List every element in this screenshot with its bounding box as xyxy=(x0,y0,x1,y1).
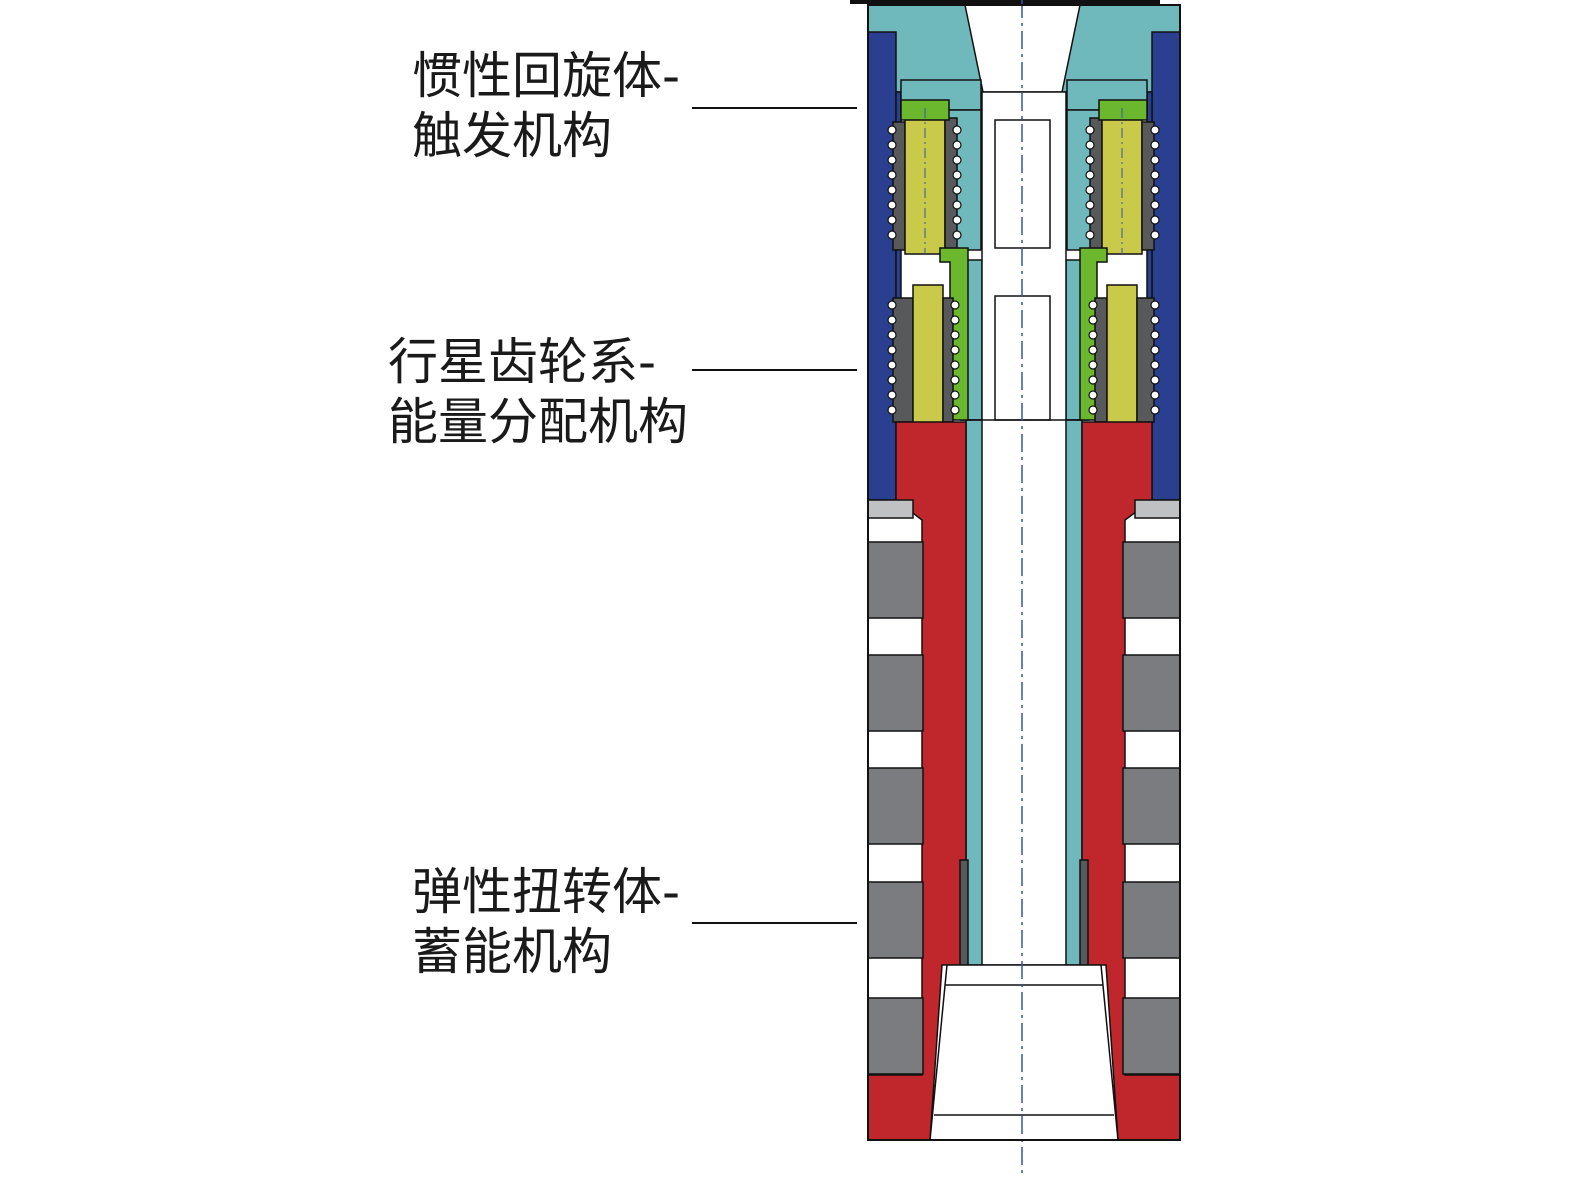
top-edge-line xyxy=(850,0,1160,4)
gear-tooth xyxy=(1150,170,1160,180)
spring-coil-left xyxy=(867,541,924,619)
planetary-label-line2: 能量分配机构 xyxy=(388,393,688,451)
gear-tooth xyxy=(1085,125,1095,135)
gear-tooth xyxy=(1085,140,1095,150)
gear-tooth xyxy=(1150,345,1160,355)
spring-coil-left xyxy=(867,767,924,845)
gear-tooth xyxy=(887,215,897,225)
gear-tooth xyxy=(887,140,897,150)
gear-tooth xyxy=(1150,200,1160,210)
spring-coil-right xyxy=(1122,997,1181,1075)
gear-tooth xyxy=(952,170,962,180)
gear-tooth xyxy=(887,360,897,370)
gear-tooth xyxy=(1088,360,1098,370)
gear-tooth xyxy=(952,230,962,240)
gear-tooth xyxy=(1150,315,1160,325)
gear-tooth xyxy=(1085,215,1095,225)
spring-coil-left xyxy=(867,997,924,1075)
gear-tooth xyxy=(1150,140,1160,150)
gear-tooth xyxy=(1085,200,1095,210)
gear-tooth xyxy=(1150,390,1160,400)
gear-tooth xyxy=(887,330,897,340)
gear-tooth xyxy=(952,200,962,210)
gear-tooth xyxy=(950,315,960,325)
spring-leader-line xyxy=(692,922,857,924)
spring-coil-right xyxy=(1122,767,1181,845)
gear-tooth xyxy=(887,375,897,385)
collar-left xyxy=(867,499,914,519)
spring-coil-left xyxy=(867,881,924,959)
collar-right xyxy=(1134,499,1181,519)
gear-tooth xyxy=(950,405,960,415)
gear-tooth xyxy=(1150,215,1160,225)
gear-tooth xyxy=(1085,155,1095,165)
lower-gear-stage xyxy=(892,284,1155,426)
gear-tooth xyxy=(950,300,960,310)
gear-tooth xyxy=(887,170,897,180)
spring-label-line1: 弹性扭转体- xyxy=(412,863,681,921)
gear-tooth xyxy=(952,140,962,150)
spring-coil-right xyxy=(1122,881,1181,959)
gear-tooth xyxy=(1150,330,1160,340)
gear-tooth xyxy=(1088,390,1098,400)
gear-tooth xyxy=(887,390,897,400)
gear-tooth xyxy=(1085,230,1095,240)
gear-tooth xyxy=(1150,125,1160,135)
gear-tooth xyxy=(952,185,962,195)
planetary-mechanism-label: 行星齿轮系- 能量分配机构 xyxy=(388,332,688,452)
gear-tooth xyxy=(1150,185,1160,195)
top-cap xyxy=(867,4,1181,93)
gear-tooth xyxy=(1088,315,1098,325)
planetary-label-line1: 行星齿轮系- xyxy=(388,333,657,391)
gear-tooth xyxy=(1088,345,1098,355)
gear-tooth xyxy=(887,200,897,210)
gear-tooth xyxy=(887,185,897,195)
gear-tooth xyxy=(1150,405,1160,415)
gear-tooth xyxy=(952,125,962,135)
gear-tooth xyxy=(887,300,897,310)
gear-tooth xyxy=(950,375,960,385)
gear-tooth xyxy=(1088,405,1098,415)
gear-tooth xyxy=(1088,330,1098,340)
trigger-label-line2: 触发机构 xyxy=(412,107,612,165)
gear-tooth xyxy=(887,230,897,240)
trigger-leader-line xyxy=(692,107,857,109)
gear-tooth xyxy=(950,345,960,355)
bottom-cone xyxy=(929,964,1119,1141)
gear-tooth xyxy=(887,155,897,165)
trigger-label-line1: 惯性回旋体- xyxy=(412,47,681,105)
gear-tooth xyxy=(950,330,960,340)
gear-tooth xyxy=(1085,170,1095,180)
spring-label-line2: 蓄能机构 xyxy=(412,923,612,981)
trigger-mechanism-label: 惯性回旋体- 触发机构 xyxy=(412,46,680,166)
central-shaft xyxy=(960,91,1090,966)
gear-tooth xyxy=(1150,360,1160,370)
planetary-leader-line xyxy=(692,369,857,371)
gear-tooth xyxy=(952,155,962,165)
gear-tooth xyxy=(950,360,960,370)
spring-coils-left xyxy=(867,541,924,1075)
gear-tooth xyxy=(1088,375,1098,385)
gear-tooth xyxy=(1150,375,1160,385)
gear-tooth xyxy=(952,215,962,225)
gear-tooth xyxy=(887,405,897,415)
gear-tooth xyxy=(887,125,897,135)
gear-tooth xyxy=(950,390,960,400)
spring-coil-right xyxy=(1122,541,1181,619)
gear-tooth xyxy=(1150,230,1160,240)
gear-tooth xyxy=(1088,300,1098,310)
spring-coils-right xyxy=(1122,541,1181,1075)
spring-coil-right xyxy=(1122,654,1181,732)
gear-tooth xyxy=(1085,185,1095,195)
gear-tooth xyxy=(887,345,897,355)
outer-outline xyxy=(867,4,1181,1141)
gear-tooth xyxy=(1150,155,1160,165)
gear-teeth xyxy=(887,125,1160,415)
spring-mechanism-label: 弹性扭转体- 蓄能机构 xyxy=(412,862,680,982)
gear-tooth xyxy=(887,315,897,325)
spring-coil-left xyxy=(867,654,924,732)
gear-tooth xyxy=(1150,300,1160,310)
